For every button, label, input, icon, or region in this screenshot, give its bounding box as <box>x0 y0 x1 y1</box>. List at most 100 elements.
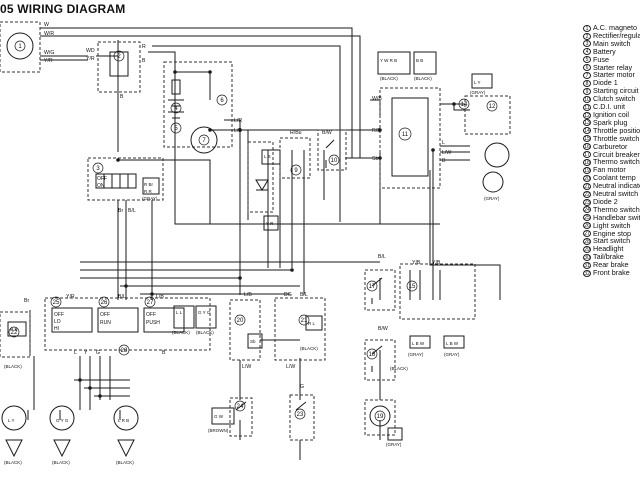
connector-coil <box>471 73 493 89</box>
code-throttle-a: L B W <box>412 341 425 346</box>
legend-number: 12 <box>583 111 591 119</box>
lamp-socket-6 <box>5 439 23 458</box>
light-switch-off: OFF <box>54 312 64 318</box>
legend-number: 11 <box>583 103 591 111</box>
bubble-15-text: 15 <box>409 284 416 290</box>
legend-number: 32 <box>583 269 591 277</box>
legend-number: 2 <box>583 32 591 40</box>
caption-gray-5: (GRAY) <box>444 352 460 357</box>
wire-label-yr: Y/R <box>44 58 53 64</box>
wire-label-bl-3: B/L <box>300 292 308 298</box>
legend-number: 25 <box>583 214 591 222</box>
box-ignition-coil <box>464 95 511 135</box>
legend-label: Engine stop <box>593 228 631 238</box>
legend-number: 14 <box>583 127 591 135</box>
bubble-6-text: 6 <box>220 98 224 104</box>
bubble-21-text: 21 <box>301 318 308 324</box>
legend-number: 23 <box>583 198 591 206</box>
caption-brown: (BROWN) <box>208 428 229 433</box>
wire-label-rb: R/B <box>372 128 381 134</box>
legend-label: Thermo switch <box>593 157 640 167</box>
code-thermo: R L <box>308 321 316 326</box>
wire-label-wb: W/B <box>372 96 382 102</box>
legend-label: Fuse <box>593 54 609 64</box>
connector-cdi-b <box>413 51 437 75</box>
connector-diode <box>261 149 281 165</box>
bubble-17-text: 17 <box>369 284 376 290</box>
wire-label-l: L <box>74 350 77 356</box>
wire-label-yr-2: Y/R <box>86 56 95 62</box>
wire-label-sb: Sb <box>372 156 378 162</box>
battery-symbol <box>168 99 184 119</box>
bubble-3: 3 <box>92 162 104 174</box>
legend-label: Rectifier/regulator <box>593 30 640 40</box>
wire-label-dg: DG <box>284 292 292 298</box>
legend-label: Front brake <box>593 268 630 277</box>
fuse-symbol <box>171 79 181 95</box>
light-switch-hi: HI <box>54 326 59 332</box>
legend-label: A.C. magneto <box>593 24 637 32</box>
wire-label-lb-2: L/B <box>156 294 164 300</box>
bubble-14-text: 14 <box>461 102 468 108</box>
caption-gray-1: (GRAY) <box>470 90 486 95</box>
connector-rear-brake <box>211 407 235 425</box>
box-front-brake <box>289 394 315 441</box>
legend-number: 18 <box>583 159 591 166</box>
box-main-switch <box>87 157 164 201</box>
light-switch-table <box>51 307 93 333</box>
bubble-12: 12 <box>486 100 498 112</box>
legend-label: Starter relay <box>593 62 633 72</box>
wire-label-wl: L/W <box>242 364 251 370</box>
bubble-14: 14 <box>458 98 470 110</box>
rectifier-symbol <box>109 51 129 77</box>
wire-label-yr-3: Y/R <box>66 294 75 300</box>
light-switch-lo: LO <box>54 319 61 325</box>
bubble-18-text: 18 <box>369 352 376 358</box>
switch-labels: OFF ON OFF LO HI OFF RUN OFF PUSH <box>54 176 160 332</box>
connector-fan <box>387 427 403 441</box>
connector-diode-2 <box>263 215 279 231</box>
wire-label-yb: Y/B <box>412 260 421 266</box>
lamp-socket-1 <box>1 405 27 431</box>
legend-number: 7 <box>583 72 591 80</box>
box-thermo-2 <box>364 339 396 381</box>
code-diode: L B <box>264 154 271 159</box>
caption-black-7: (BLACK) <box>52 460 70 465</box>
connector-throttle-a <box>409 335 431 349</box>
code-cdi-a: Y W R B <box>380 58 397 63</box>
bubble-24-text: 24 <box>237 404 244 410</box>
legend-number: 16 <box>583 143 591 151</box>
lamp-socket-5 <box>484 142 510 168</box>
engine-stop-table <box>97 307 139 333</box>
legend-label: Rear brake <box>593 260 629 270</box>
bubble-27-text: 27 <box>147 300 154 306</box>
legend-label: Fan motor <box>593 165 626 175</box>
wire-label-g: G <box>300 384 304 390</box>
box-fan-motor <box>364 399 396 436</box>
bubble-2: 2 <box>113 50 125 62</box>
bubble-23-text: 23 <box>297 412 304 418</box>
engine-stop-off: OFF <box>100 312 110 318</box>
code-coil: L Y <box>474 80 481 85</box>
connector-handlebar-2 <box>195 305 217 329</box>
wire-label-rbm: R/Bu <box>290 130 302 136</box>
bubble-25: 25 <box>50 296 62 308</box>
box-cdi-unit <box>379 87 441 189</box>
wire-label-b-3: B <box>442 158 446 164</box>
lamp-socket-3 <box>113 405 139 431</box>
bubble-20-text: 20 <box>237 318 244 324</box>
bubble-22: 22 <box>8 326 20 338</box>
bubble-23: 23 <box>294 408 306 420</box>
legend-label: Circuit breaker <box>593 149 640 159</box>
code-main-switch-2: R R <box>144 189 153 194</box>
